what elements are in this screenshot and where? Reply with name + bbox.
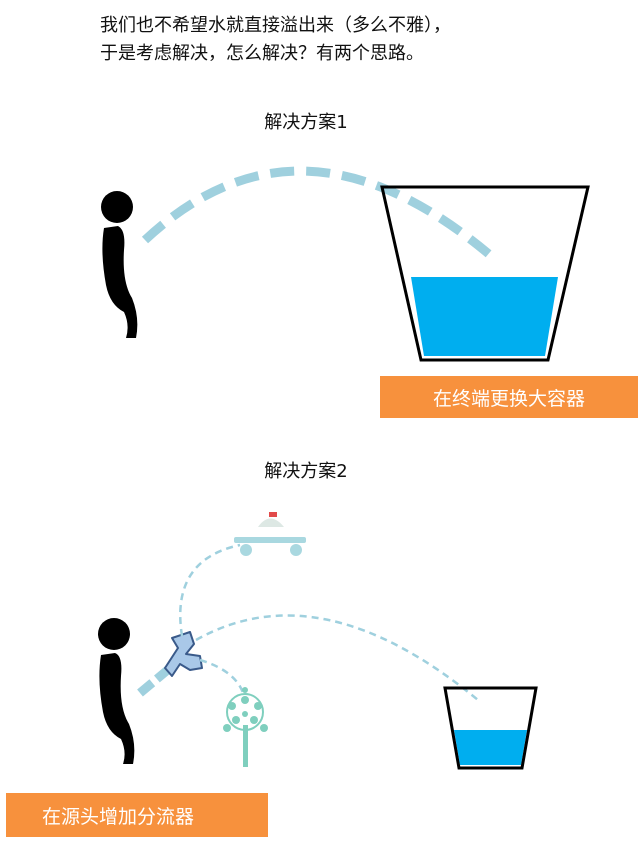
intro-text: 我们也不希望水就直接溢出来（多么不雅）， 于是考虑解决，怎么解决？有两个思路。: [100, 12, 620, 68]
stream-to-splitter: [137, 664, 173, 697]
plan1-tag: 在终端更换大容器: [380, 376, 638, 418]
small-cup-outline: [443, 686, 538, 770]
large-cup-water: [411, 277, 558, 356]
stream-arc-1: [141, 166, 493, 259]
car-icon: [234, 512, 306, 556]
plan1-title: 解决方案1: [264, 112, 348, 133]
plan2-title: 解决方案2: [264, 461, 348, 482]
intro-line-1: 我们也不希望水就直接溢出来（多么不雅），: [100, 15, 451, 36]
large-cup: [380, 185, 590, 362]
small-cup-water: [454, 730, 527, 765]
splitter-icon: [164, 631, 203, 677]
branch-to-car: [179, 543, 241, 637]
tree-icon: [223, 687, 268, 767]
branch-to-tree: [199, 658, 247, 701]
person-figure-1: [101, 191, 138, 338]
large-cup-outline: [380, 185, 590, 362]
small-cup: [443, 686, 538, 770]
intro-line-2: 于是考虑解决，怎么解决？有两个思路。: [100, 43, 424, 64]
plan2-tag: 在源头增加分流器: [6, 793, 268, 837]
person-figure-2: [98, 618, 135, 764]
branch-to-small-cup: [195, 614, 479, 701]
